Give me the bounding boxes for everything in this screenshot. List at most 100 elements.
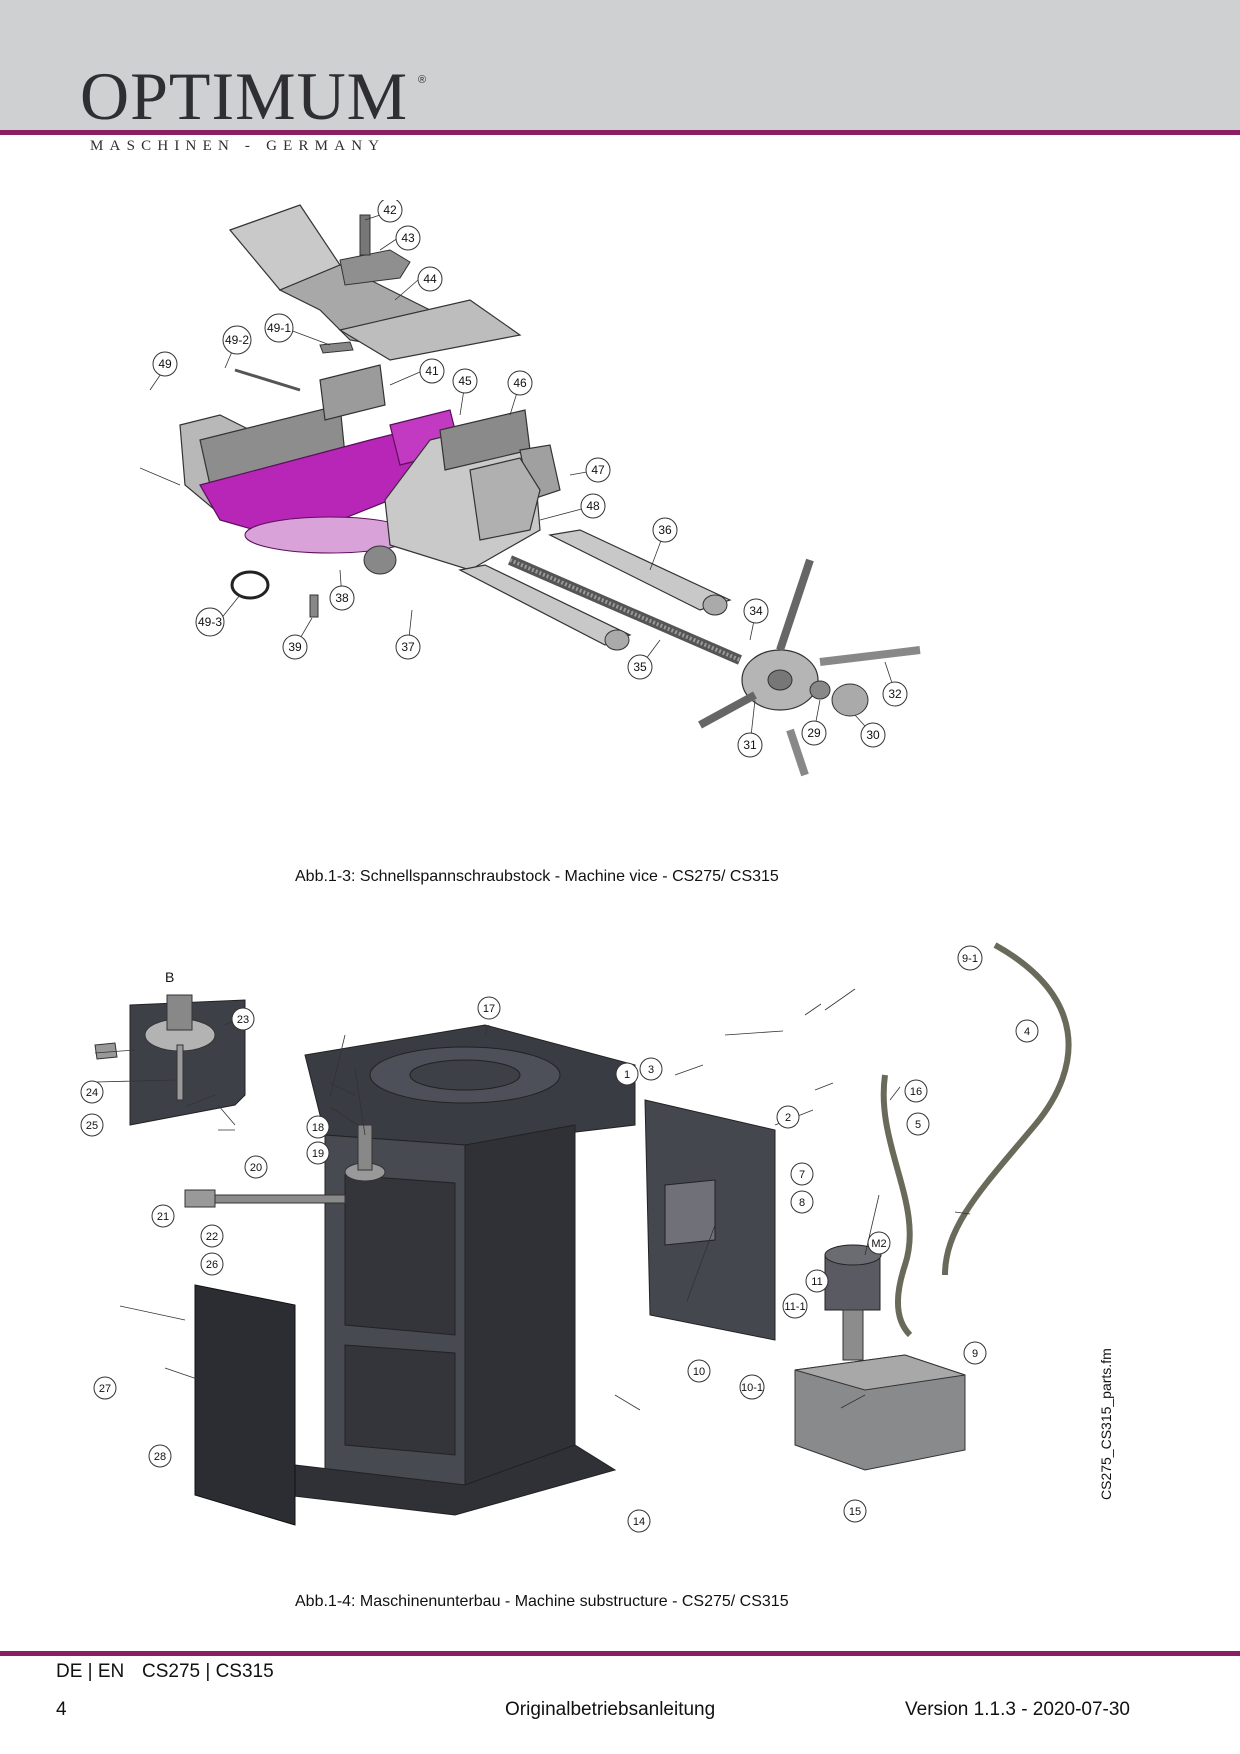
svg-text:44: 44 <box>423 272 437 286</box>
svg-text:11-1: 11-1 <box>784 1301 805 1313</box>
callout: 22 <box>200 1224 224 1248</box>
registered-mark: ® <box>418 74 427 86</box>
machine-substructure-exploded-view: B <box>80 942 1072 1533</box>
svg-text:5: 5 <box>915 1119 921 1131</box>
callout: 23 <box>231 1007 255 1031</box>
callout: 45 <box>452 368 478 394</box>
svg-text:36: 36 <box>658 523 672 537</box>
svg-text:22: 22 <box>206 1231 218 1243</box>
svg-text:9-1: 9-1 <box>962 953 978 965</box>
callout: M2 <box>867 1231 891 1255</box>
svg-text:10: 10 <box>693 1366 705 1378</box>
callout: 49-3 <box>195 607 225 637</box>
svg-text:11: 11 <box>811 1276 822 1288</box>
footer-languages: DE | EN <box>56 1661 125 1682</box>
svg-text:14: 14 <box>633 1516 645 1528</box>
callout: 48 <box>580 493 606 519</box>
svg-text:8: 8 <box>799 1197 805 1209</box>
brand-logo: OPTIMUM <box>80 58 409 134</box>
callout: 29 <box>801 720 827 746</box>
svg-text:41: 41 <box>425 364 439 378</box>
callout: 9-1 <box>957 945 983 971</box>
callout: 34 <box>743 598 769 624</box>
figure1-caption: Abb.1-3: Schnellspannschraubstock - Mach… <box>295 868 779 885</box>
svg-text:34: 34 <box>749 604 763 618</box>
callout: 49-1 <box>264 313 294 343</box>
callout: 49-2 <box>222 325 252 355</box>
detail-b-label: B <box>165 969 174 985</box>
svg-text:24: 24 <box>86 1087 98 1099</box>
callout: 4 <box>1015 1019 1039 1043</box>
callout: 26 <box>200 1252 224 1276</box>
callout: 10 <box>687 1359 711 1383</box>
svg-text:23: 23 <box>237 1014 249 1026</box>
svg-text:9: 9 <box>972 1348 978 1360</box>
svg-text:4: 4 <box>1024 1026 1030 1038</box>
svg-text:45: 45 <box>458 374 472 388</box>
brand-subtitle: MASCHINEN - GERMANY <box>90 138 386 154</box>
callout: 10-1 <box>739 1374 765 1400</box>
svg-text:46: 46 <box>513 376 527 390</box>
callout: 11 <box>805 1269 829 1293</box>
svg-text:3: 3 <box>648 1064 654 1076</box>
svg-text:28: 28 <box>154 1451 166 1463</box>
svg-text:17: 17 <box>483 1003 495 1015</box>
callout: 7 <box>790 1162 814 1186</box>
svg-text:21: 21 <box>157 1211 169 1223</box>
svg-text:M2: M2 <box>871 1238 886 1250</box>
callout: 41 <box>419 358 445 384</box>
svg-text:49-1: 49-1 <box>267 321 291 335</box>
callout: 44 <box>417 266 443 292</box>
header-rule <box>0 130 1240 135</box>
svg-text:47: 47 <box>591 463 605 477</box>
svg-text:35: 35 <box>633 660 647 674</box>
callout: 8 <box>790 1190 814 1214</box>
callout: 47 <box>585 457 611 483</box>
callout: 16 <box>904 1079 928 1103</box>
svg-text:49-3: 49-3 <box>198 615 222 629</box>
document-type: Originalbetriebsanleitung <box>505 1699 716 1720</box>
callout: 14 <box>627 1509 651 1533</box>
svg-text:32: 32 <box>888 687 902 701</box>
callout: 2 <box>776 1105 800 1129</box>
callout: 37 <box>395 634 421 660</box>
svg-text:42: 42 <box>383 203 397 217</box>
svg-text:7: 7 <box>799 1169 805 1181</box>
svg-text:29: 29 <box>807 726 821 740</box>
callout: 36 <box>652 517 678 543</box>
callout: 1 <box>615 1062 639 1086</box>
svg-text:26: 26 <box>206 1259 218 1271</box>
callout: 21 <box>151 1204 175 1228</box>
svg-text:31: 31 <box>743 738 757 752</box>
svg-text:25: 25 <box>86 1120 98 1132</box>
svg-text:20: 20 <box>250 1162 262 1174</box>
svg-text:39: 39 <box>288 640 302 654</box>
svg-text:49: 49 <box>158 357 172 371</box>
callout: 39 <box>282 634 308 660</box>
svg-text:10-1: 10-1 <box>741 1382 763 1394</box>
callout: 46 <box>507 370 533 396</box>
callout: 38 <box>329 585 355 611</box>
figure2-caption: Abb.1-4: Maschinenunterbau - Machine sub… <box>295 1593 789 1610</box>
svg-text:48: 48 <box>586 499 600 513</box>
document-version: Version 1.1.3 - 2020-07-30 <box>905 1699 1130 1720</box>
machine-vice-exploded-view: 42 43 44 49-1 49-2 49 41 45 46 48-1 47 4… <box>140 200 921 777</box>
svg-text:27: 27 <box>99 1383 111 1395</box>
callout: 27 <box>93 1376 117 1400</box>
callout: 15 <box>843 1499 867 1523</box>
callout: 18 <box>306 1115 330 1139</box>
svg-text:2: 2 <box>785 1112 791 1124</box>
footer-rule <box>0 1651 1240 1656</box>
svg-text:38: 38 <box>335 591 349 605</box>
callout: 31 <box>737 732 763 758</box>
callout: 43 <box>395 225 421 251</box>
header-band <box>0 0 1240 130</box>
svg-text:49-2: 49-2 <box>225 333 249 347</box>
svg-text:1: 1 <box>624 1069 630 1081</box>
svg-text:37: 37 <box>401 640 415 654</box>
svg-text:18: 18 <box>312 1122 324 1134</box>
callout: 20 <box>244 1155 268 1179</box>
callout: 28 <box>148 1444 172 1468</box>
callout: 3 <box>639 1057 663 1081</box>
callout: 17 <box>477 996 501 1020</box>
